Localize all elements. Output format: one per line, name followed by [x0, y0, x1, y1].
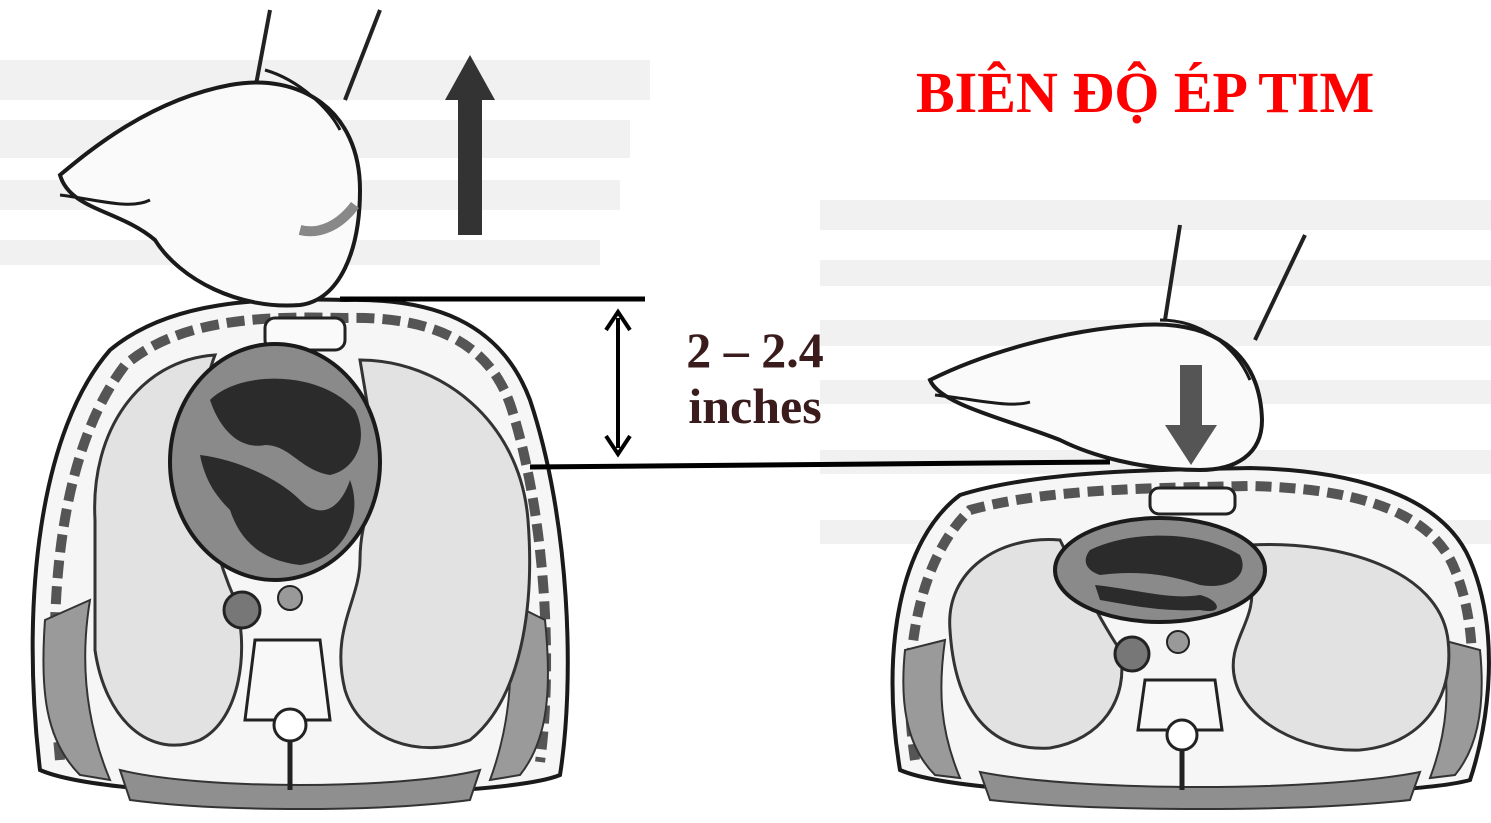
- bottom-reference-line: [530, 462, 1110, 467]
- compression-depth-value: 2 – 2.4: [660, 322, 850, 378]
- diagram-title: BIÊN ĐỘ ÉP TIM: [916, 58, 1436, 128]
- double-arrow-icon: [606, 312, 630, 454]
- compression-depth-label: 2 – 2.4 inches: [660, 322, 850, 434]
- compression-depth-unit: inches: [660, 378, 850, 434]
